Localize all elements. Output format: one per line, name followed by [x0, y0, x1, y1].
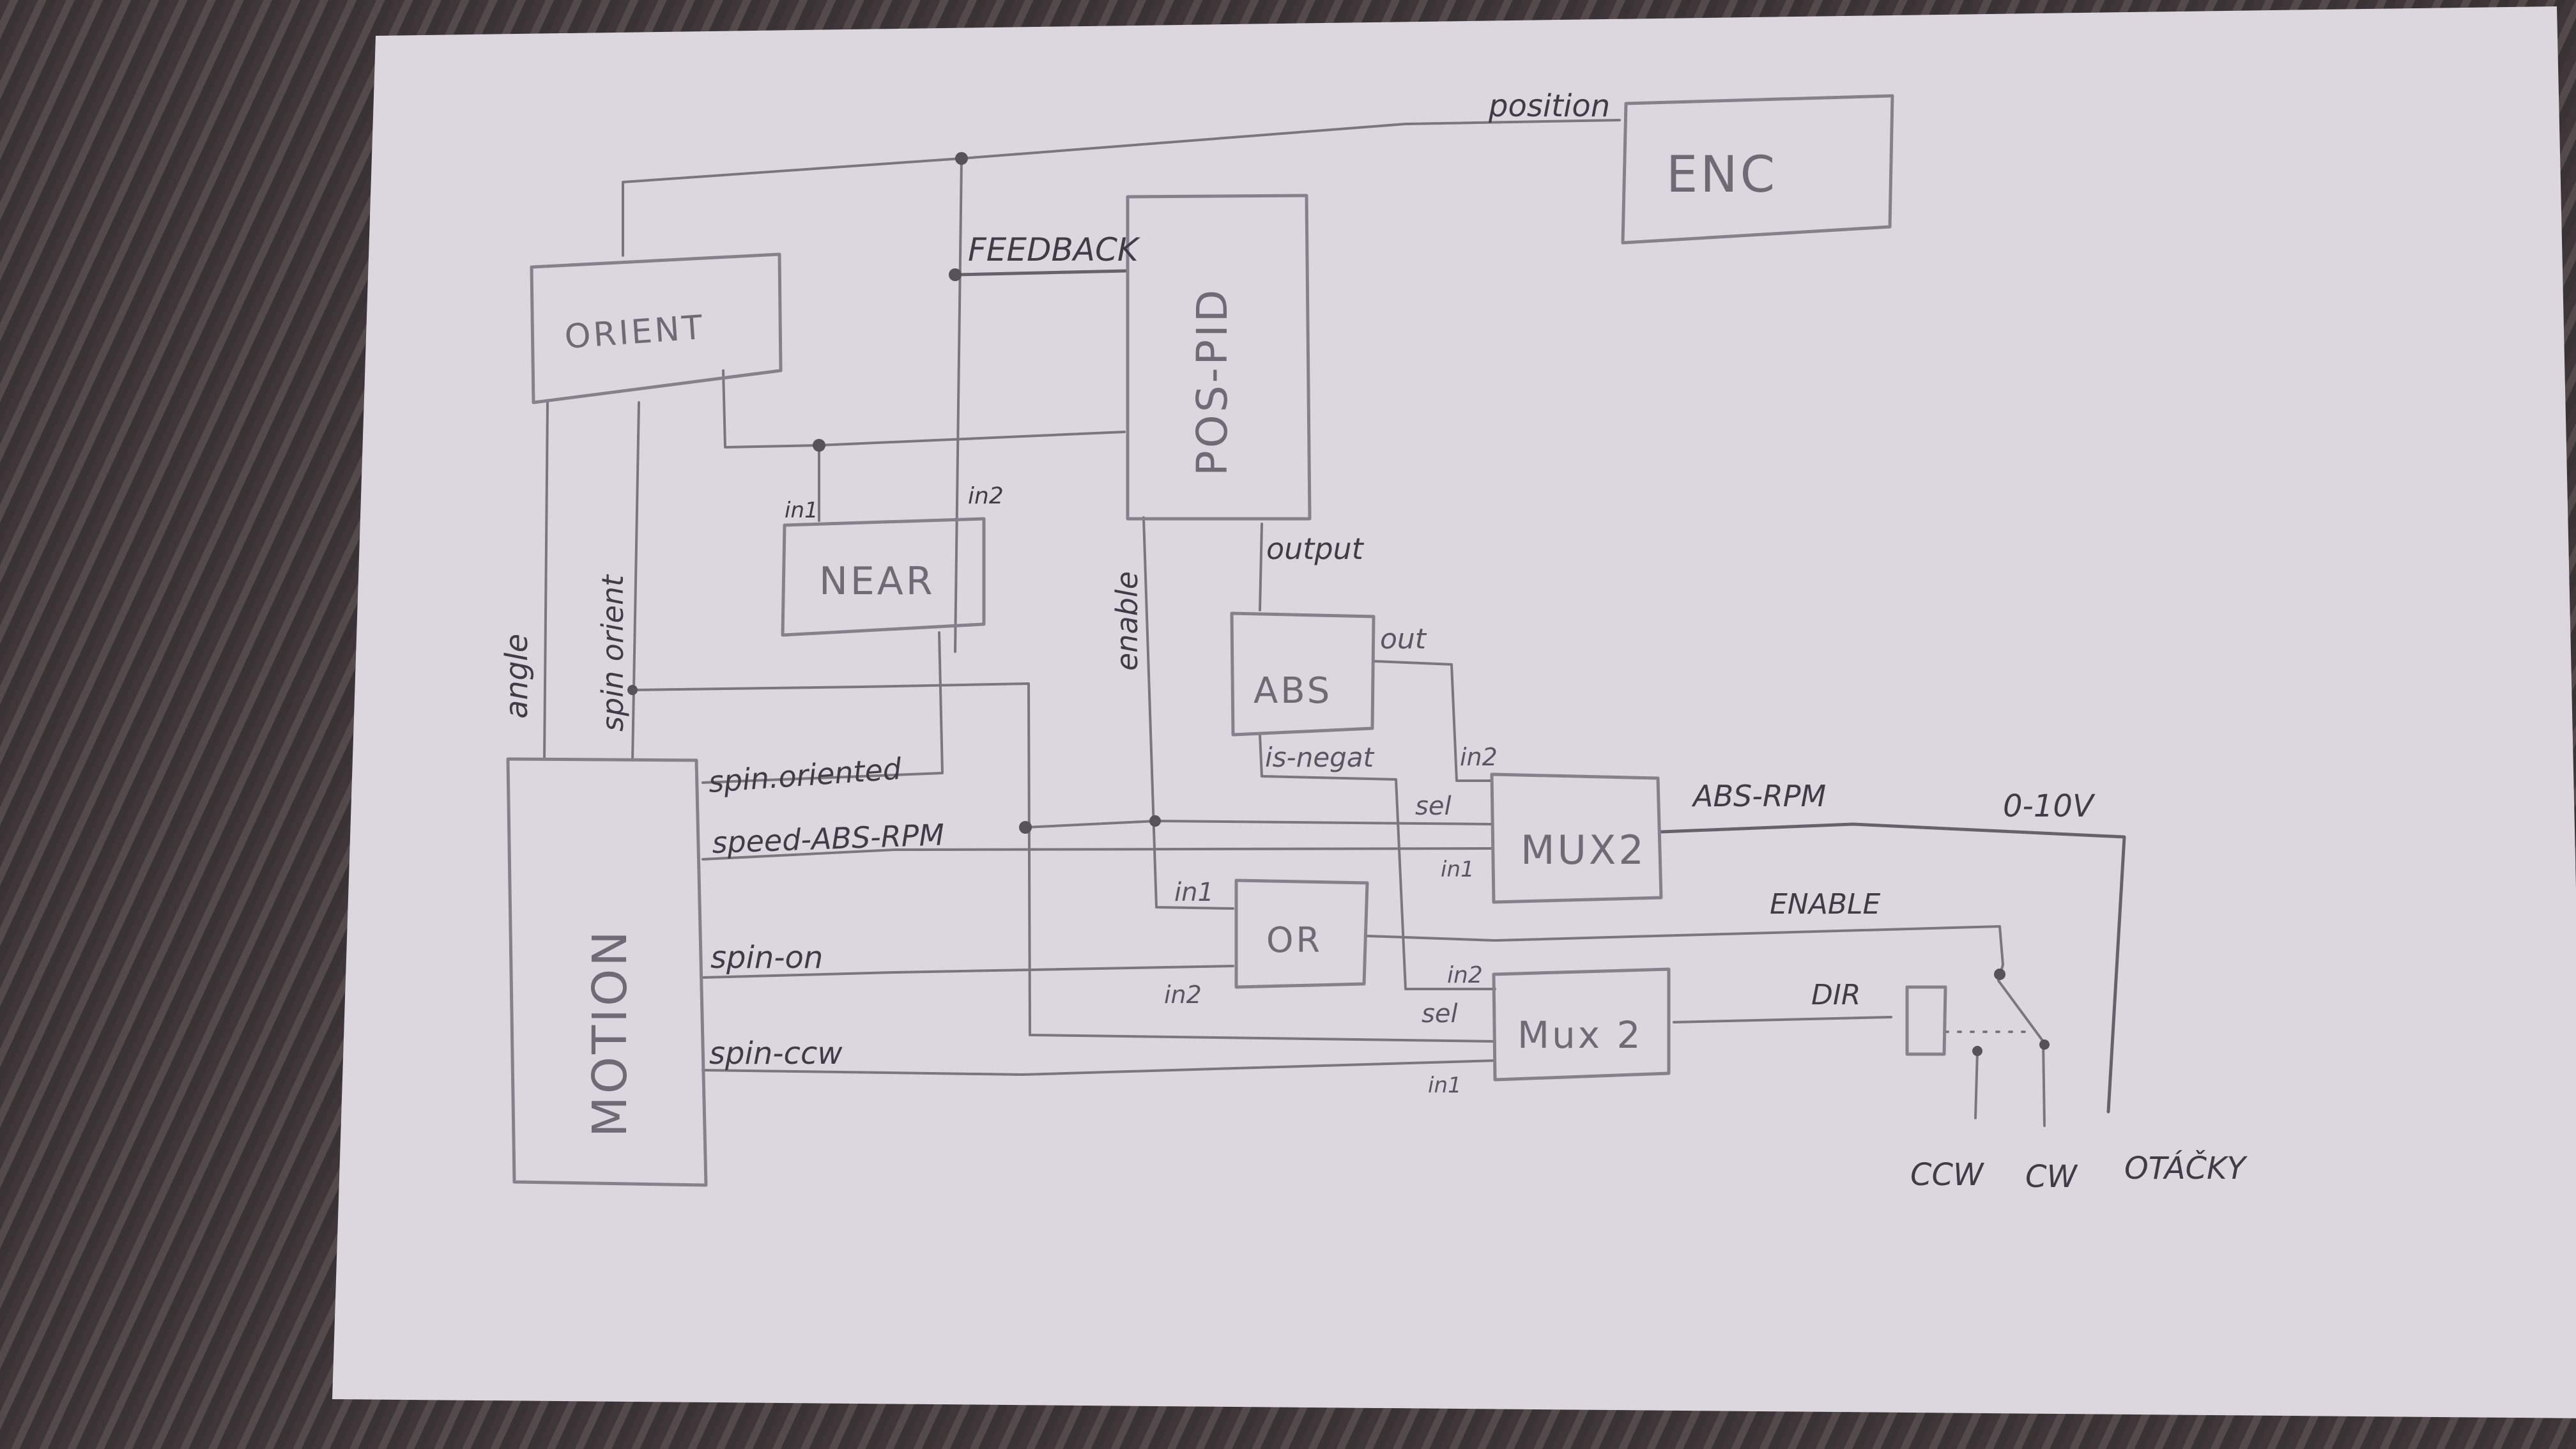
relay-ccw-contact [1974, 1050, 1979, 1119]
block-label-mux2-top: MUX2 [1521, 827, 1646, 873]
wire-abs-rpm [1659, 822, 2126, 1114]
wire-feedback [953, 269, 1128, 277]
relay-coil [1905, 985, 1947, 1056]
block-near [781, 517, 986, 637]
block-label-near: NEAR [819, 559, 935, 604]
junction-dot [949, 268, 962, 281]
block-label-motion: MOTION [583, 928, 638, 1137]
signal-label-spin-ccw: spin-ccw [709, 1036, 843, 1071]
block-label-enc: ENC [1666, 146, 1777, 204]
block-label-pos-pid: POS-PID [1188, 287, 1237, 476]
block-enc [1621, 94, 1894, 245]
relay-pivot-dot [1994, 969, 2005, 980]
wire-spin-orient-branch [631, 682, 1496, 1043]
signal-label-enable-out: ENABLE [1770, 888, 1881, 921]
junction-dot [813, 439, 825, 452]
junction-dot [955, 152, 968, 165]
wire-or-out [1366, 925, 2004, 966]
signal-label-mux-top-sel: sel [1415, 792, 1452, 821]
signal-label-mux-bot-sel: sel [1422, 999, 1458, 1029]
wire-spin-ccw [702, 1059, 1496, 1076]
block-orient [530, 252, 783, 404]
block-mux2-bottom [1492, 967, 1671, 1082]
signal-label-is-negat: is-negat [1265, 742, 1375, 773]
relay-cw-dot [2039, 1039, 2050, 1050]
block-mux2-top [1490, 772, 1663, 904]
wire-angle [543, 401, 549, 760]
junctions [627, 152, 2050, 1056]
relay-ccw-dot [1972, 1046, 1982, 1056]
signal-label-mux-bot-in2: in2 [1447, 962, 1483, 988]
junction-dot [1019, 821, 1032, 834]
junction-dot [627, 685, 638, 695]
wire-pid-output [1259, 523, 1263, 611]
signal-label-abs-rpm: ABS-RPM [1691, 779, 1826, 813]
block-label-or: OR [1266, 920, 1322, 960]
signal-label-position: position [1488, 88, 1610, 124]
terminal-label-cw: CW [2025, 1159, 2078, 1195]
terminal-label-otacky: OTÁČKY [2124, 1150, 2248, 1186]
signal-label-speed-abs-rpm: speed-ABS-RPM [711, 817, 944, 860]
signal-label-spin-orient: spin orient [595, 574, 630, 732]
signal-label-mux-top-in1: in1 [1441, 857, 1475, 882]
signal-label-abs-out: out [1380, 623, 1427, 656]
wire-orient-setpoint [722, 369, 1126, 448]
signal-label-mux-top-in2: in2 [1460, 743, 1498, 771]
wire-speed-abs-rpm [702, 847, 1493, 861]
signal-label-output: output [1266, 532, 1365, 566]
wire-spin-orient [631, 401, 640, 762]
block-or [1234, 878, 1369, 989]
wire-abs-out [1374, 660, 1493, 782]
block-label-abs: ABS [1254, 670, 1332, 712]
signal-label-feedback: FEEDBACK [968, 231, 1141, 268]
signal-label-angle: angle [499, 634, 535, 719]
signal-label-or-in1: in1 [1174, 878, 1214, 907]
wire-dir [1673, 1016, 1892, 1023]
wire-is-negat [1259, 733, 1496, 990]
signal-label-or-in2: in2 [1164, 981, 1202, 1009]
wire-spin-on [702, 965, 1234, 979]
signal-label-near-in2: in2 [968, 483, 1004, 509]
blocks [506, 94, 1947, 1187]
wires [543, 119, 2126, 1127]
signal-label-spin-on: spin-on [710, 940, 823, 976]
signal-label-near-in1: in1 [785, 498, 818, 523]
wire-near-out [702, 631, 944, 784]
wire-feedback-vertical [954, 157, 963, 653]
signal-label-0-10v: 0-10V [2003, 788, 2096, 824]
terminal-label-ccw: CCW [1910, 1157, 1984, 1193]
block-pos-pid [1126, 194, 1312, 521]
signal-label-enable: enable [1110, 571, 1144, 671]
block-label-mux2-bottom: Mux 2 [1517, 1013, 1643, 1057]
wire-enable [1142, 516, 1234, 910]
signal-label-mux-bot-in1: in1 [1428, 1073, 1462, 1098]
block-abs [1230, 611, 1376, 737]
junction-dot [1149, 815, 1161, 827]
block-motion [506, 757, 708, 1187]
signal-label-dir: DIR [1811, 979, 1860, 1011]
